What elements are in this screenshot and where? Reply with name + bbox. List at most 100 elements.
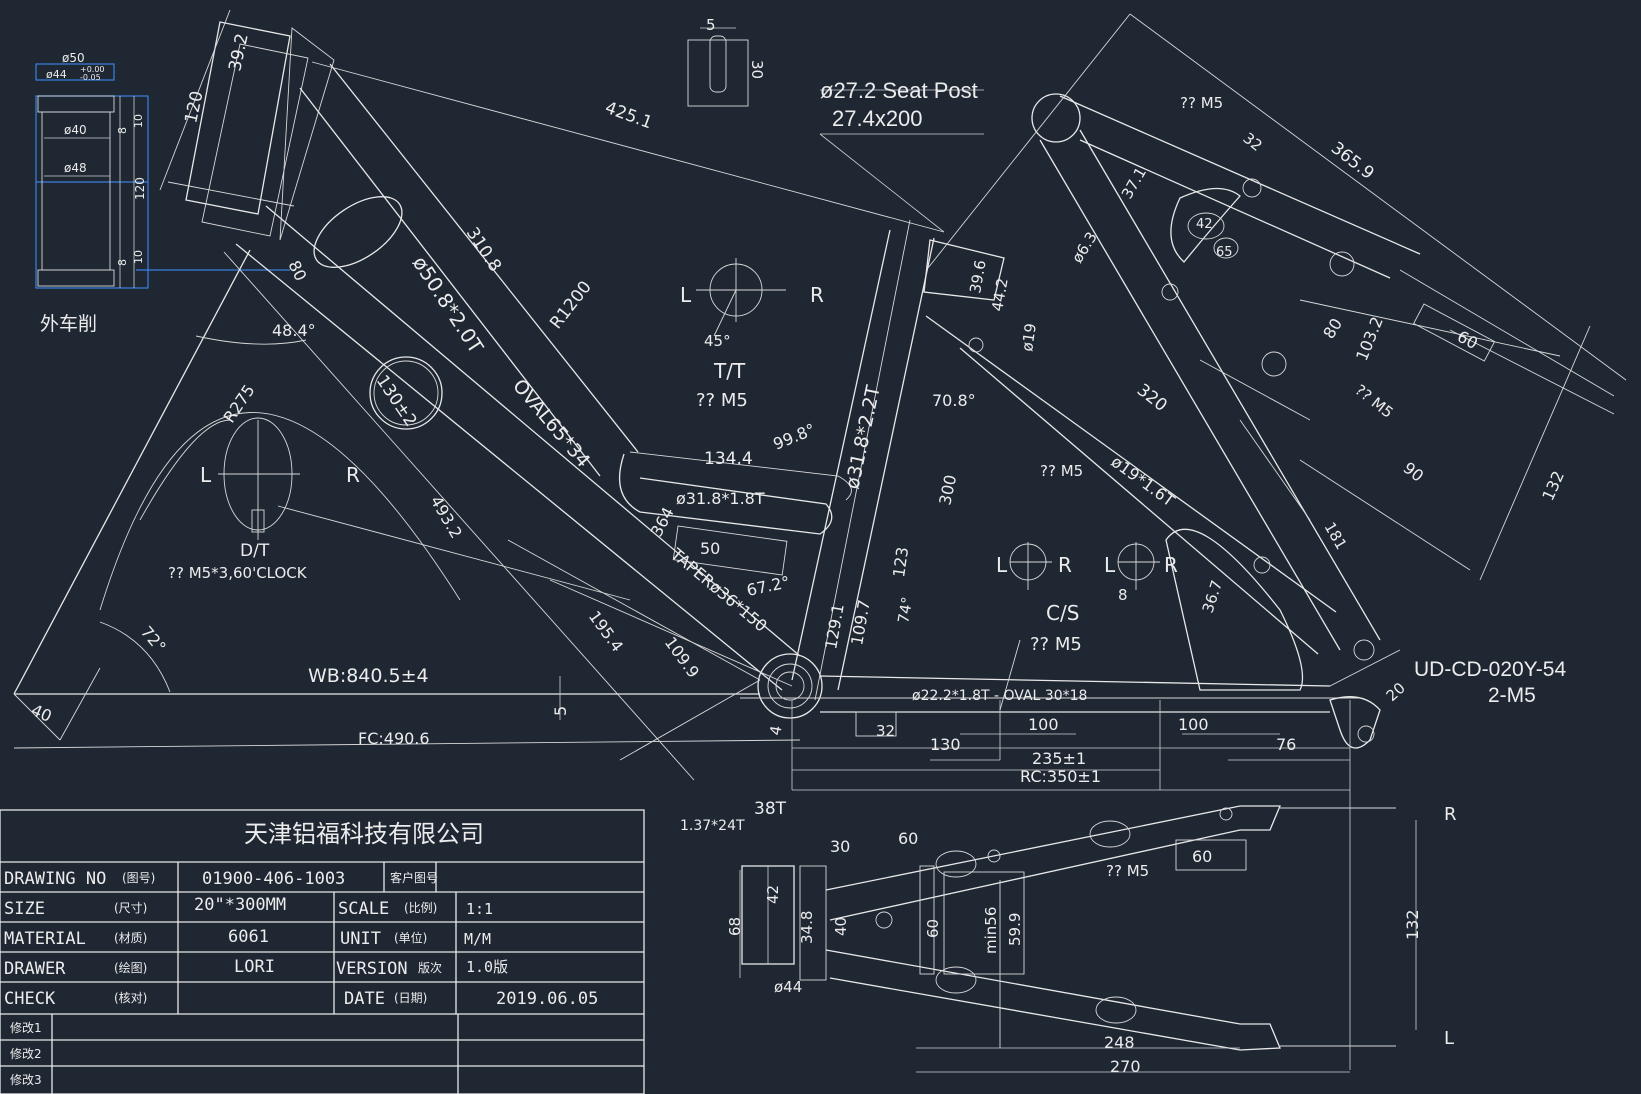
label-dt-left: L — [200, 463, 212, 487]
title-company: 天津铝福科技有限公司 — [244, 820, 484, 848]
dim-bv-270: 270 — [1110, 1057, 1141, 1076]
dim-134-4: 134.4 — [704, 449, 753, 469]
dim-70-8: 70.8° — [932, 391, 976, 410]
dim-39-6: 39.6 — [966, 259, 990, 295]
dim-123: 123 — [889, 546, 912, 579]
title-key-customer: 客户图号 — [390, 870, 438, 885]
dim-76: 76 — [1276, 735, 1296, 754]
rear-stays — [925, 13, 1627, 749]
label-cs-left-2: L — [1104, 553, 1116, 577]
label-front-center: FC:490.6 — [358, 729, 430, 748]
label-38t: 38T — [754, 799, 787, 819]
dim-5: 5 — [551, 706, 570, 716]
title-material-value: 6061 — [228, 927, 269, 947]
title-key-date: DATE — [344, 989, 385, 1009]
title-key-drawing-cn: (图号) — [122, 871, 155, 885]
label-rear-m5-top: ?? M5 — [1180, 94, 1223, 112]
label-part-number: UD-CD-020Y-54 — [1414, 658, 1566, 681]
label-cs-m5: ?? M5 — [1030, 634, 1082, 655]
label-10a: 10 — [132, 114, 145, 128]
label-chainring: 1.37*24T — [680, 818, 745, 834]
label-tube-31-8: ø31.8*1.8T — [676, 489, 765, 508]
label-120: 120 — [133, 177, 147, 200]
label-bv-right: R — [1444, 804, 1457, 825]
dim-min56: min56 — [982, 907, 1000, 954]
dim-bv-40: 40 — [832, 917, 850, 936]
label-rear-center: RC:350±1 — [1020, 767, 1101, 786]
dim-bv-68: 68 — [726, 917, 744, 936]
title-key-size-cn: (尺寸) — [114, 901, 147, 915]
label-slot-width: 5 — [706, 16, 716, 34]
dim-44-2: 44.2 — [988, 277, 1012, 313]
label-10b: 10 — [132, 250, 145, 264]
label-wheelbase: WB:840.5±4 — [308, 665, 429, 687]
title-revision-2: 修改2 — [10, 1046, 42, 1061]
title-revision-1: 修改1 — [10, 1020, 42, 1035]
label-cs-left-1: L — [996, 553, 1008, 577]
title-key-unit: UNIT — [340, 929, 381, 949]
title-key-version-cn: 版次 — [418, 961, 442, 975]
title-key-check: CHECK — [4, 989, 56, 1009]
dim-32: 32 — [876, 722, 895, 740]
dim-48-4: 48.4° — [272, 321, 316, 340]
label-chainstay-tube: ø22.2*1.8T - OVAL 30*18 — [912, 688, 1087, 704]
label-dt-m5: ?? M5*3,60'CLOCK — [168, 564, 308, 582]
dim-bv-30: 30 — [830, 837, 850, 856]
dim-74: 74° — [894, 595, 916, 624]
dim-100-b: 100 — [1178, 715, 1209, 734]
dim-bv-60-c: 60 — [924, 919, 942, 938]
label-tt-name: T/T — [713, 359, 746, 383]
title-key-size: SIZE — [4, 899, 45, 919]
title-key-material-cn: (材质) — [114, 931, 147, 945]
title-key-scale-cn: (比例) — [404, 901, 437, 915]
dim-bv-d44: ø44 — [774, 978, 802, 996]
label-slot-height: 30 — [748, 60, 766, 79]
dim-bv-60-a: 60 — [898, 829, 918, 848]
dim-bv-132: 132 — [1403, 909, 1422, 940]
label-d50: ø50 — [62, 51, 85, 65]
label-seat-post-size: 27.4x200 — [832, 106, 923, 131]
dim-bv-42: 42 — [764, 885, 782, 904]
title-unit-value: M/M — [464, 930, 491, 948]
label-tt-angle: 45° — [704, 332, 731, 350]
dim-d19: ø19 — [1018, 322, 1040, 352]
label-bv-m5: ?? M5 — [1106, 862, 1149, 880]
title-size-value: 20"*300MM — [194, 895, 286, 915]
dim-bv-59-9: 59.9 — [1006, 913, 1024, 946]
dim-50: 50 — [700, 539, 720, 558]
title-key-date-cn: (日期) — [394, 991, 427, 1005]
callout-labels: 5 30 ø27.2 Seat Post 27.4x200 L R 45° T/… — [168, 16, 1566, 707]
label-rear-m5-mid: ?? M5 — [1040, 462, 1083, 480]
dim-bv-60-b: 60 — [1192, 847, 1212, 866]
label-8a: 8 — [116, 127, 129, 134]
title-key-material: MATERIAL — [4, 929, 86, 949]
headtube-section-detail: ø50 ø44 +0.00 -0.05 ø40 ø48 8 10 120 8 1… — [35, 51, 290, 335]
title-scale-value: 1:1 — [466, 900, 493, 918]
title-drawing-number: 01900-406-1003 — [202, 869, 345, 889]
label-cs-right-1: R — [1058, 553, 1072, 577]
title-revision-3: 修改3 — [10, 1072, 42, 1087]
label-d44: ø44 — [46, 68, 67, 81]
label-outer-turning: 外车削 — [40, 313, 97, 335]
label-tt-m5: ?? M5 — [696, 390, 748, 411]
bottom-view-labels: 38T 1.37*24T 30 60 ?? M5 60 R L 42 68 34… — [680, 799, 1457, 1076]
title-date-value: 2019.06.05 — [496, 989, 598, 1009]
label-tt-right: R — [810, 283, 824, 307]
label-tt-left: L — [680, 283, 692, 307]
dim-4: 4 — [766, 724, 785, 737]
dim-bv-248: 248 — [1104, 1033, 1135, 1052]
title-key-drawing: DRAWING NO — [4, 869, 106, 889]
label-d40: ø40 — [64, 123, 87, 137]
main-frame — [13, 9, 1360, 781]
dim-100-a: 100 — [1028, 715, 1059, 734]
title-key-version: VERSION — [336, 959, 408, 979]
label-cs-right-2: R — [1164, 553, 1178, 577]
bottom-view — [739, 805, 1417, 1073]
label-dt-name: D/T — [240, 541, 270, 561]
dim-235: 235±1 — [1032, 749, 1086, 768]
title-key-unit-cn: (单位) — [394, 930, 427, 945]
title-key-drawer: DRAWER — [4, 959, 66, 979]
label-seat-post: ø27.2 Seat Post — [820, 78, 978, 103]
dim-rear-42: 42 — [1196, 217, 1213, 232]
